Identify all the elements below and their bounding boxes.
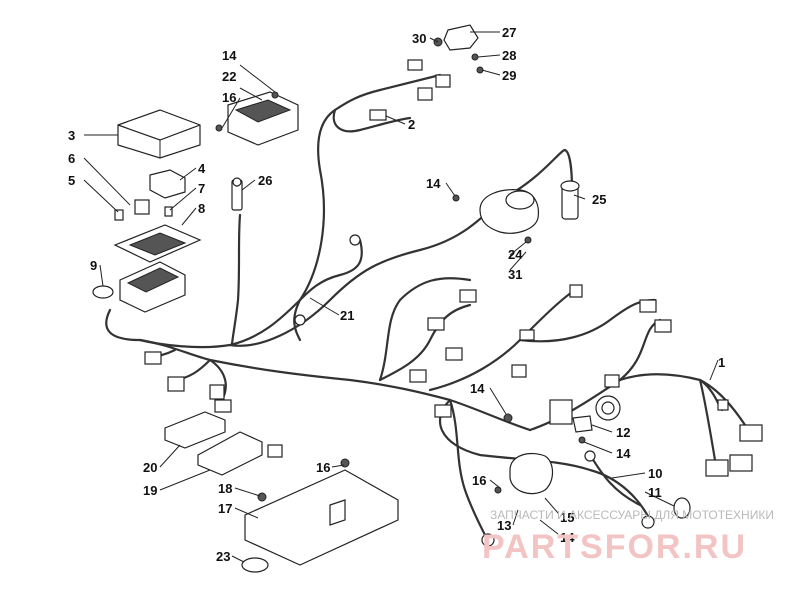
callout-labels: 1 2 3 4 5 6 7 8 9 10 11 12 13 14 14 14 1… [68, 25, 725, 564]
clamp-11 [673, 497, 691, 519]
callout-18: 18 [218, 481, 232, 496]
clamp-23 [241, 557, 269, 573]
relay [149, 169, 186, 199]
harness-connectors [144, 284, 763, 477]
callout-3: 3 [68, 128, 75, 143]
callout-14-regulator: 14 [222, 48, 237, 63]
ecu-module [164, 411, 226, 449]
callout-26: 26 [258, 173, 272, 188]
callout-27: 27 [502, 25, 516, 40]
leader-lines [83, 31, 719, 563]
callout-30: 30 [412, 31, 426, 46]
horn [595, 395, 621, 421]
sensor-plug [231, 177, 243, 211]
voltage-regulator [227, 91, 299, 146]
callout-7: 7 [198, 181, 205, 196]
ring-terminals [294, 234, 655, 547]
callout-20: 20 [143, 460, 157, 475]
callout-6: 6 [68, 151, 75, 166]
callout-8: 8 [198, 201, 205, 216]
ignition-switch-top [443, 24, 479, 51]
cable-clamp [92, 285, 114, 299]
callout-17: 17 [218, 501, 232, 516]
callout-16-solenoid: 16 [472, 473, 486, 488]
connectors-top [369, 59, 451, 121]
watermark-logo: PARTSFOR.RU [482, 528, 747, 566]
callout-25: 25 [592, 192, 606, 207]
grommet [572, 415, 593, 433]
power-socket [560, 180, 580, 220]
starter-motor [479, 189, 540, 234]
mini-relay [114, 199, 173, 221]
callout-11: 11 [648, 485, 662, 500]
callout-5: 5 [68, 173, 75, 188]
callout-12: 12 [616, 425, 630, 440]
callout-28: 28 [502, 48, 516, 63]
callout-13: 13 [497, 518, 511, 533]
starter-solenoid [509, 452, 554, 495]
callout-23: 23 [216, 549, 230, 564]
callout-14-starter: 14 [426, 176, 441, 191]
callout-29: 29 [502, 68, 516, 83]
callout-14-solenoid: 14 [470, 381, 485, 396]
callout-9: 9 [90, 258, 97, 273]
mounting-plate [244, 469, 399, 566]
callout-16-plate: 16 [316, 460, 330, 475]
callout-4: 4 [198, 161, 206, 176]
fuse-box-cover [117, 109, 201, 159]
callout-19: 19 [143, 483, 157, 498]
callout-16-regulator: 16 [222, 90, 236, 105]
callout-1: 1 [718, 355, 725, 370]
callout-31: 31 [508, 267, 522, 282]
callout-10: 10 [648, 466, 662, 481]
callout-15: 15 [560, 510, 574, 525]
callout-14-grommet: 14 [616, 446, 631, 461]
watermark: ЗАПЧАСТИ И АКСЕССУАРЫ ДЛЯ МОТОТЕХНИКИ PA… [482, 508, 774, 566]
callout-14-bottom: 14 [560, 530, 575, 545]
callout-2: 2 [408, 117, 415, 132]
fuse-block [119, 261, 186, 313]
callout-22: 22 [222, 69, 236, 84]
watermark-tagline: ЗАПЧАСТИ И АКСЕССУАРЫ ДЛЯ МОТОТЕХНИКИ [490, 508, 774, 522]
callout-21: 21 [340, 308, 354, 323]
cdi-module [197, 431, 263, 476]
callout-24: 24 [508, 247, 523, 262]
fuse-panel [113, 224, 202, 263]
